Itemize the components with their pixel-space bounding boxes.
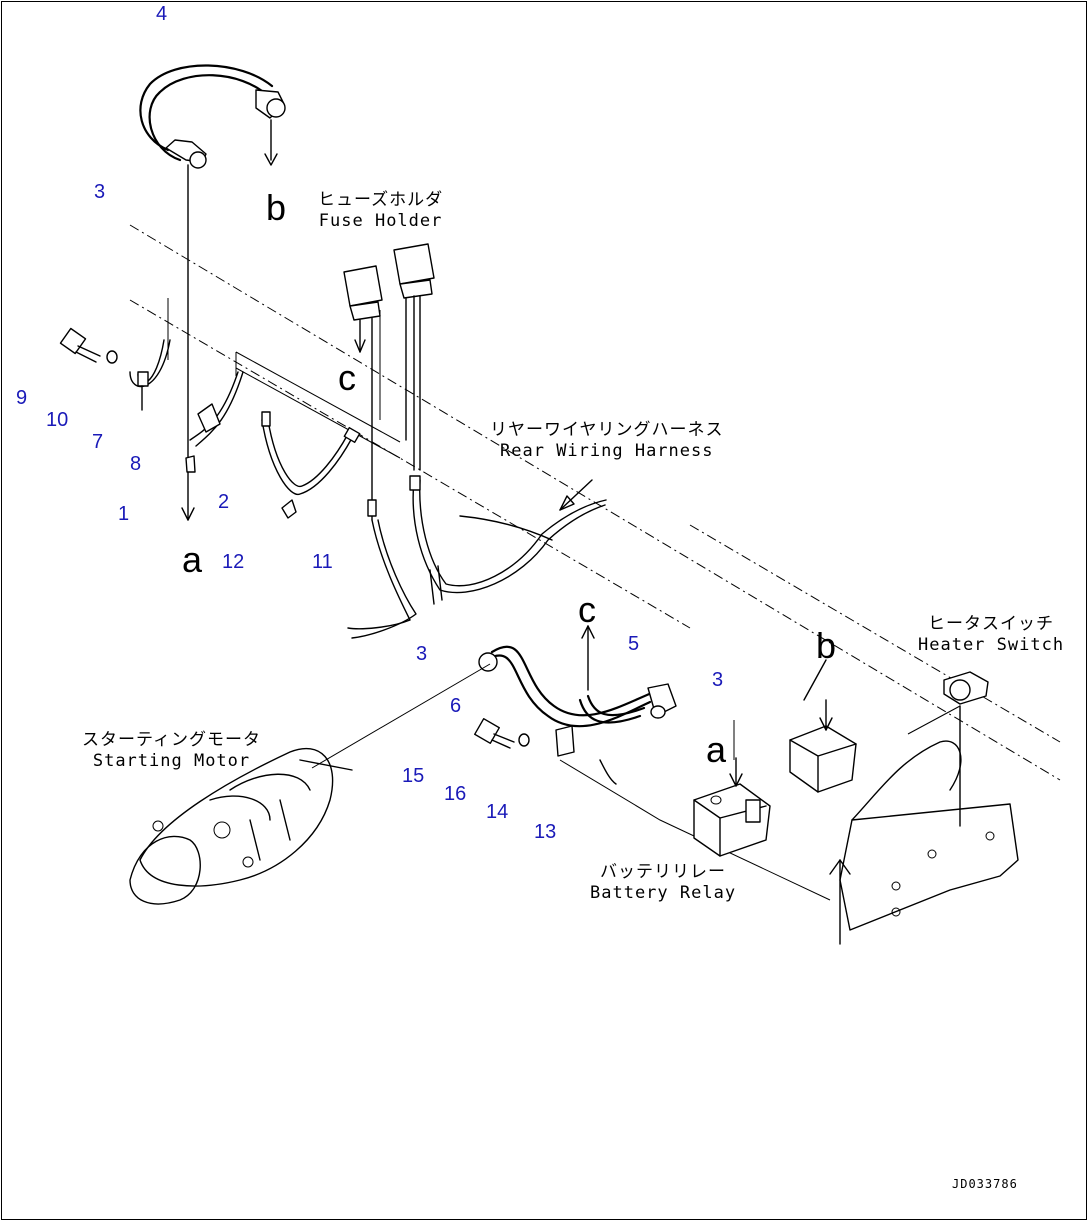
- label-battery-relay-jp: バッテリリレー: [600, 862, 727, 882]
- label-battery-relay-en: Battery Relay: [590, 883, 737, 903]
- label-starting-motor: スターティングモータ Starting Motor: [82, 730, 261, 772]
- fuse-holders: [343, 243, 435, 521]
- label-heater-switch-jp: ヒータスイッチ: [928, 614, 1055, 634]
- ref-a-right: a: [706, 729, 727, 770]
- label-rear-harness-jp: リヤーワイヤリングハーネス: [490, 420, 724, 440]
- callout-3-right: 3: [712, 669, 724, 691]
- cable-11: [261, 411, 361, 519]
- label-heater-switch-en: Heater Switch: [918, 635, 1065, 655]
- callout-8: 8: [130, 453, 142, 475]
- bolt-9-washer-10-clamp-7: [59, 327, 171, 411]
- callout-11: 11: [312, 551, 333, 573]
- callout-9: 9: [16, 387, 28, 409]
- cable-4-top: [139, 64, 286, 521]
- label-battery-relay: バッテリリレー Battery Relay: [590, 862, 736, 904]
- label-fuse-holder: ヒューズホルダ Fuse Holder: [318, 190, 443, 232]
- ref-a-left: a: [182, 539, 203, 580]
- callout-5: 5: [628, 633, 640, 655]
- callout-1: 1: [118, 503, 130, 525]
- ref-c-right: c: [578, 589, 596, 630]
- callout-15: 15: [402, 765, 425, 787]
- ref-c-left: c: [338, 357, 356, 398]
- callout-6: 6: [450, 695, 462, 717]
- label-rear-wiring-harness: リヤーワイヤリングハーネス Rear Wiring Harness: [490, 420, 724, 462]
- label-rear-harness-en: Rear Wiring Harness: [500, 441, 714, 461]
- callout-3-mid: 3: [416, 643, 428, 665]
- label-fuse-holder-en: Fuse Holder: [318, 211, 443, 231]
- cables-5-6: [311, 625, 831, 901]
- label-starting-motor-jp: スターティングモータ: [82, 730, 261, 750]
- callout-12: 12: [222, 551, 245, 573]
- battery-relay: [693, 720, 771, 857]
- clamp-1-2: [185, 371, 244, 473]
- label-starting-motor-en: Starting Motor: [92, 751, 251, 771]
- callout-2: 2: [218, 491, 230, 513]
- callout-13: 13: [534, 821, 557, 843]
- rear-wiring-harness: [347, 475, 607, 639]
- ref-b-right: b: [816, 625, 837, 666]
- label-fuse-holder-jp: ヒューズホルダ: [318, 190, 444, 210]
- callout-4: 4: [156, 3, 168, 25]
- callout-16: 16: [444, 783, 467, 805]
- callout-10: 10: [46, 409, 69, 431]
- starting-motor: [129, 747, 353, 905]
- callout-7: 7: [92, 431, 104, 453]
- drawing-number: JD033786: [952, 1177, 1018, 1191]
- callout-14: 14: [486, 801, 509, 823]
- ref-b-top: b: [266, 187, 287, 228]
- callout-3-top: 3: [94, 181, 106, 203]
- heater-switch-bracket: [789, 659, 1019, 945]
- label-heater-switch: ヒータスイッチ Heater Switch: [918, 614, 1064, 656]
